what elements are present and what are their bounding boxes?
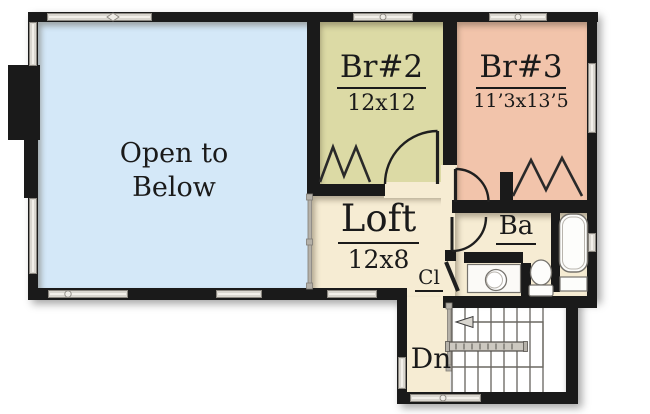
- br3-name: Br#3: [476, 49, 566, 89]
- wall-hall-left: [397, 291, 407, 403]
- stairs-name: Dn: [410, 342, 452, 375]
- wall-tub-alcove: [551, 213, 560, 292]
- window-top-br2: [353, 13, 413, 21]
- loft-name: Loft: [337, 197, 420, 244]
- window-bottom-open-1: [48, 290, 128, 298]
- wall-br3-bath: [452, 200, 587, 213]
- chimney: [8, 65, 40, 140]
- wall-br3-closet-stub: [500, 172, 513, 206]
- room-label-closet: Cl: [410, 266, 448, 292]
- wall-open-br2-divider: [307, 22, 320, 196]
- bath-name: Ba: [495, 211, 537, 245]
- open-to-below-line2: Below: [132, 171, 216, 203]
- br2-name: Br#2: [336, 49, 427, 89]
- wall-closet-nook-top: [464, 252, 523, 263]
- room-label-bath: Ba: [488, 211, 544, 245]
- wall-stairs-right: [566, 296, 578, 403]
- window-bottom-loft: [327, 290, 377, 298]
- room-loft: [312, 196, 445, 297]
- loft-dims: 12x8: [347, 244, 410, 274]
- stairs-down-label: Dn: [407, 342, 455, 375]
- window-left-1: [29, 22, 37, 66]
- room-open-to-below: [38, 22, 310, 288]
- room-label-br2: Br#2 12x12: [318, 49, 445, 116]
- wall-nook-partition: [521, 263, 531, 297]
- room-label-br3: Br#3 11’3x13’5: [453, 49, 589, 112]
- open-to-below-line1: Open to: [119, 138, 229, 169]
- br2-door-opening: [384, 182, 441, 198]
- closet-name: Cl: [415, 266, 443, 292]
- br2-dims: 12x12: [347, 90, 416, 116]
- window-bottom-open-2: [216, 290, 262, 298]
- wall-top: [28, 12, 598, 22]
- wall-cl-stub: [445, 250, 456, 261]
- wall-bath-stairs: [443, 296, 597, 308]
- room-label-loft: Loft 12x8: [312, 197, 445, 274]
- wall-br2-br3-divider: [443, 22, 457, 165]
- wall-br2-closet: [307, 184, 385, 196]
- stairwell: [450, 302, 566, 393]
- window-top-open: [47, 13, 152, 21]
- window-right-bath: [588, 233, 596, 252]
- window-bottom-hall: [410, 394, 481, 402]
- br3-dims: 11’3x13’5: [473, 89, 569, 112]
- window-left-2: [29, 198, 37, 274]
- hall-down: [403, 297, 450, 393]
- window-hall-left: [398, 357, 406, 389]
- window-right-br3: [588, 63, 596, 133]
- room-label-open-to-below: Open to Below: [89, 137, 259, 205]
- chimney-flue: [24, 140, 36, 198]
- window-top-br3: [489, 13, 547, 21]
- wall-right: [587, 12, 597, 308]
